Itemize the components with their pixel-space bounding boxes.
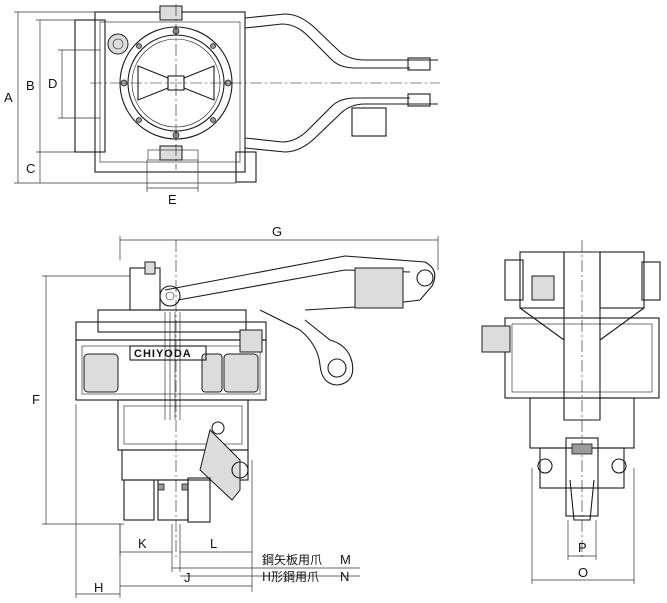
dimension-g: G — [119, 224, 439, 270]
dimension-m-n: 鋼矢板用爪 M H形鋼用爪 N — [172, 552, 360, 584]
top-view-arm-upper-inner — [244, 23, 410, 69]
top-view-pin-upper — [407, 57, 431, 71]
top-view-ring-bolts — [120, 27, 232, 139]
dimension-p: P — [567, 520, 597, 560]
label-n: N — [340, 569, 349, 584]
top-view-bracket — [235, 151, 257, 183]
label-g: G — [272, 224, 282, 239]
top-view-top-clamp — [159, 5, 183, 21]
label-k: K — [138, 536, 147, 551]
label-b: B — [26, 78, 35, 93]
front-view-claw-cylinder — [199, 429, 241, 501]
label-a: A — [4, 90, 13, 105]
front-view-bracket-hole — [327, 358, 347, 378]
side-view-motor — [481, 325, 511, 353]
top-view-arm-upper — [244, 13, 438, 61]
top-view-bottom-clamp — [159, 145, 183, 161]
label-j: J — [184, 570, 191, 585]
dimension-l: L — [179, 460, 253, 592]
label-f: F — [32, 392, 40, 407]
top-view: A B C D E — [4, 4, 440, 207]
dimension-e: E — [146, 160, 199, 207]
dimension-o: O — [531, 468, 635, 584]
label-d: D — [48, 76, 57, 91]
dimension-b: B — [26, 19, 75, 153]
label-c: C — [26, 161, 35, 176]
front-view-brand-plate — [129, 345, 207, 361]
top-view-valve-block — [351, 107, 387, 137]
dimension-k: K — [119, 524, 173, 572]
dimension-f: F — [32, 275, 130, 525]
front-view-boom-pin — [416, 269, 434, 287]
front-view-valve-block — [354, 267, 404, 309]
label-e: E — [168, 192, 177, 207]
top-view-arm-lower — [244, 103, 438, 153]
brand-text: CHIYODA — [134, 348, 192, 360]
side-view-right-upper-box — [599, 251, 645, 309]
top-view-inner-frame — [99, 21, 241, 163]
front-view-hose-block — [239, 329, 263, 353]
label-l: L — [210, 536, 217, 551]
dimension-c: C — [26, 152, 41, 183]
side-view-center-mast — [563, 251, 601, 421]
side-view: O P — [481, 240, 661, 584]
front-view-hoses — [164, 312, 181, 420]
top-view-hydraulic-motor — [107, 33, 129, 55]
front-view-hanging-bracket — [259, 309, 354, 386]
label-p: P — [578, 540, 587, 555]
label-o: O — [578, 565, 588, 580]
dimension-a: A — [4, 11, 236, 184]
dimension-d: D — [48, 49, 100, 119]
top-view-left-plate — [74, 19, 106, 153]
side-view-valve — [531, 275, 555, 301]
front-view-mid-deck — [75, 321, 267, 341]
front-view-sheet-pile-claw — [123, 479, 155, 521]
note-h-steel-claw: H形鋼用爪 — [262, 570, 319, 584]
note-sheet-pile-claw: 鋼矢板用爪 — [262, 553, 322, 567]
label-m: M — [340, 552, 351, 567]
label-h: H — [94, 580, 103, 595]
front-view-lower-body — [117, 399, 249, 451]
front-view-upper-deck — [97, 309, 247, 333]
dimension-j: J — [120, 570, 252, 587]
front-view-gear-box-right — [223, 353, 259, 393]
dimension-h: H — [75, 404, 121, 598]
front-view-boom — [164, 255, 436, 311]
side-view-claw — [565, 437, 599, 517]
top-view-arm-lower-inner — [244, 97, 410, 143]
top-view-pin-lower — [407, 93, 431, 107]
front-view: CHIYODA G F — [32, 224, 439, 598]
front-view-gear-box-left — [83, 353, 119, 393]
